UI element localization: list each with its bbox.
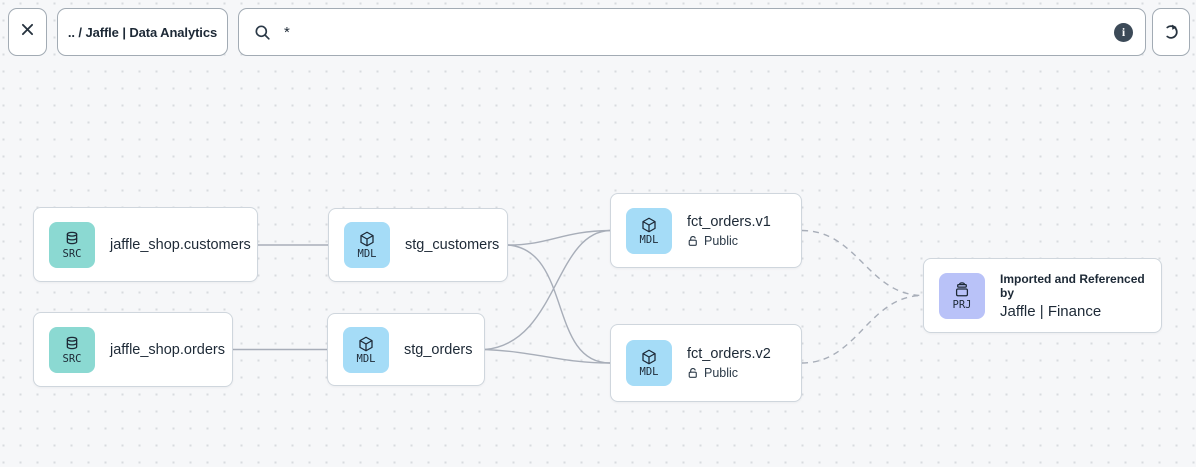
badge-label: PRJ	[952, 298, 972, 311]
access-label: Public	[704, 233, 739, 248]
edge-stg-orders-fct-v2	[484, 348, 611, 364]
cube-icon	[359, 336, 373, 352]
badge-label: MDL	[639, 233, 659, 246]
access-row: Public	[687, 366, 771, 380]
refresh-icon	[1161, 22, 1181, 42]
unlocked-padlock-icon	[688, 235, 697, 246]
node-label: jaffle_shop.orders	[110, 341, 226, 358]
node-label: jaffle_shop.customers	[110, 236, 251, 253]
project-badge: PRJ	[939, 272, 985, 319]
model-badge: MDL	[626, 340, 672, 386]
breadcrumb-label: .. / Jaffle | Data Analytics	[67, 24, 218, 40]
cube-icon	[642, 349, 656, 365]
search-bar[interactable]: i	[238, 8, 1146, 56]
node-model-fct-orders-v2[interactable]: MDL fct_orders.v2 Public	[610, 324, 802, 402]
node-label: stg_customers	[405, 237, 500, 253]
access-row: Public	[687, 234, 771, 248]
model-badge: MDL	[343, 326, 389, 373]
model-badge: MDL	[626, 207, 672, 254]
cube-icon	[360, 231, 374, 247]
node-model-stg-customers[interactable]: MDL stg_customers	[328, 208, 508, 282]
database-icon	[66, 336, 78, 349]
node-label: stg_orders	[404, 341, 473, 358]
package-icon	[955, 281, 969, 297]
badge-label: SRC	[62, 247, 82, 260]
search-input[interactable]	[284, 23, 1114, 41]
close-button[interactable]	[8, 8, 47, 56]
node-project-jaffle-finance[interactable]: PRJ Imported and Referenced by Jaffle | …	[923, 258, 1162, 333]
project-caption: Imported and Referenced by	[1000, 271, 1145, 300]
badge-label: SRC	[62, 352, 82, 365]
refresh-button[interactable]	[1152, 8, 1190, 56]
node-label: Jaffle | Finance	[1000, 302, 1102, 320]
edge-stg-customers-fct-v1	[507, 229, 611, 246]
model-badge: MDL	[344, 222, 390, 268]
badge-label: MDL	[356, 352, 376, 365]
access-label: Public	[704, 366, 739, 380]
edge-fct-v2-project	[801, 294, 924, 364]
badge-label: MDL	[639, 366, 659, 379]
node-source-jaffle-shop-customers[interactable]: SRC jaffle_shop.customers	[33, 207, 258, 282]
badge-label: MDL	[357, 248, 377, 261]
search-icon	[253, 23, 272, 42]
edge-fct-v1-project	[801, 229, 924, 297]
node-label: fct_orders.v1	[687, 213, 771, 230]
edge-stg-orders-fct-v1	[484, 229, 611, 351]
source-badge: SRC	[49, 326, 95, 373]
unlocked-padlock-icon	[688, 368, 697, 378]
cube-icon	[642, 217, 656, 233]
node-model-stg-orders[interactable]: MDL stg_orders	[327, 313, 485, 386]
node-label: fct_orders.v2	[687, 346, 771, 362]
edge-stg-customers-fct-v2	[507, 244, 611, 364]
node-model-fct-orders-v1[interactable]: MDL fct_orders.v1 Public	[610, 193, 802, 268]
close-icon	[19, 21, 36, 43]
breadcrumb[interactable]: .. / Jaffle | Data Analytics	[57, 8, 228, 56]
source-badge: SRC	[49, 221, 95, 268]
node-source-jaffle-shop-orders[interactable]: SRC jaffle_shop.orders	[33, 312, 233, 387]
database-icon	[66, 231, 78, 244]
info-icon[interactable]: i	[1114, 22, 1133, 42]
